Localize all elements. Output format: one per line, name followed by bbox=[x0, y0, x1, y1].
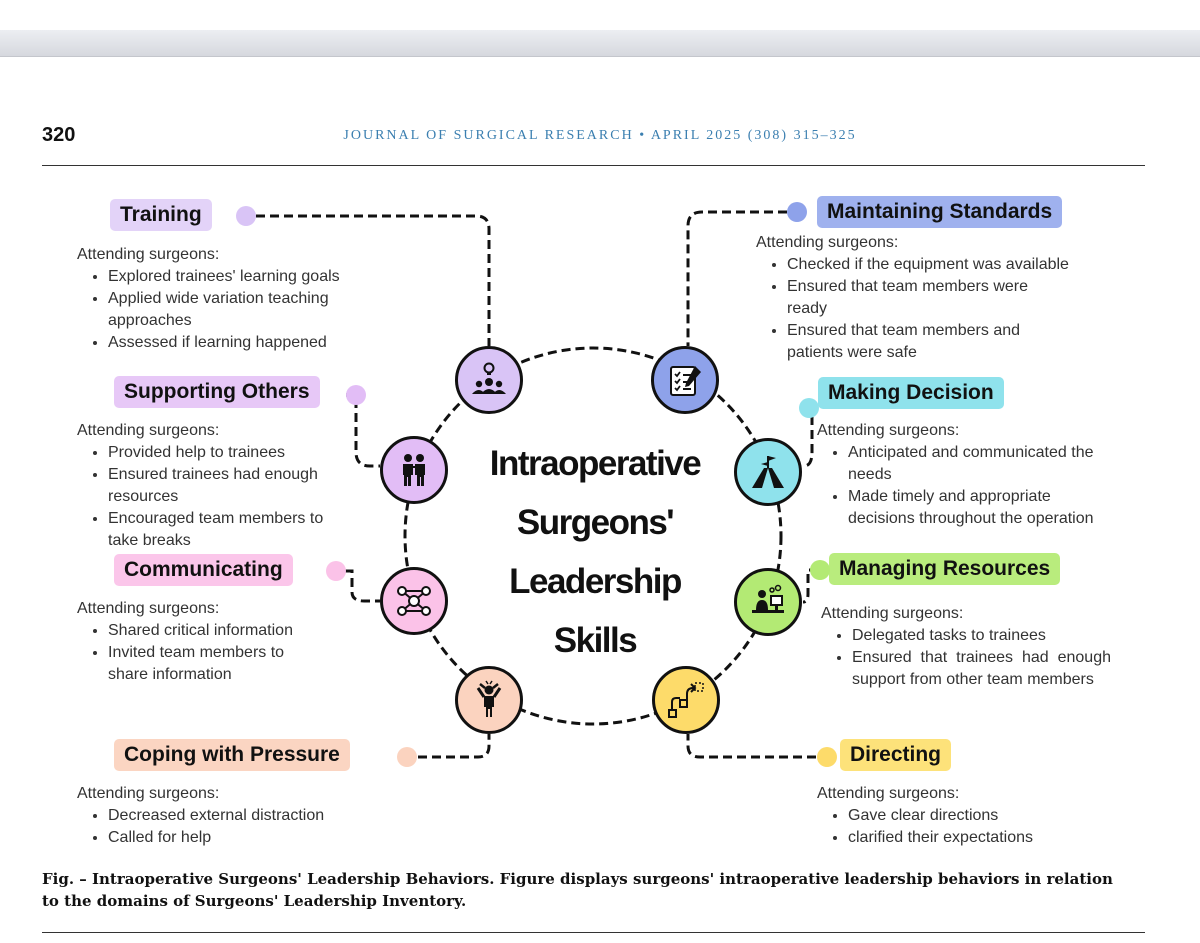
list-item: Decreased external distraction bbox=[108, 805, 377, 827]
list-item: Invited team members to share informatio… bbox=[108, 642, 308, 686]
list-item: Delegated tasks to trainees bbox=[852, 625, 1111, 647]
path-icon bbox=[668, 682, 704, 718]
connector-dot-supporting-others bbox=[346, 385, 366, 405]
figure-caption: Fig. – Intraoperative Surgeons' Leadersh… bbox=[42, 870, 1113, 910]
domain-desc-communicating: Attending surgeons: Shared critical info… bbox=[77, 598, 327, 686]
list-item: Ensured that team members and patients w… bbox=[787, 320, 1062, 364]
list-item: clarified their expectations bbox=[848, 827, 1117, 849]
browser-top-area bbox=[0, 0, 1200, 30]
network-icon bbox=[397, 586, 431, 616]
connector-communicating bbox=[345, 569, 380, 603]
workspace-icon bbox=[752, 584, 784, 613]
domain-desc-making-decision: Attending surgeons: Anticipated and comm… bbox=[817, 420, 1107, 530]
domain-desc-maintaining-standards: Attending surgeons: Checked if the equip… bbox=[756, 232, 1126, 364]
footer-rule bbox=[42, 932, 1145, 933]
domain-label-directing: Directing bbox=[840, 739, 952, 771]
domain-desc-coping-with-pressure: Attending surgeons: Decreased external d… bbox=[77, 783, 377, 849]
viewer-toolbar bbox=[0, 30, 1200, 57]
domain-label-coping-with-pressure: Coping with Pressure bbox=[114, 739, 350, 771]
connector-dot-training bbox=[236, 206, 256, 226]
connector-supporting-others bbox=[346, 393, 380, 468]
stressed-person-icon bbox=[476, 680, 502, 717]
connector-dot-directing bbox=[817, 747, 837, 767]
connector-training bbox=[256, 214, 491, 346]
connector-dot-making-decision bbox=[799, 398, 819, 418]
domain-label-managing-resources: Managing Resources bbox=[829, 553, 1061, 585]
domain-desc-training: Attending surgeons: Explored trainees' l… bbox=[77, 244, 377, 354]
domain-label-maintaining-standards: Maintaining Standards bbox=[817, 196, 1063, 228]
list-item: Explored trainees' learning goals bbox=[108, 266, 377, 288]
list-item: Assessed if learning happened bbox=[108, 332, 377, 354]
connector-managing-resources bbox=[802, 568, 818, 604]
connector-dot-managing-resources bbox=[810, 560, 830, 580]
list-item: Provided help to trainees bbox=[108, 442, 352, 464]
list-item: Ensured that team members were ready bbox=[787, 276, 1062, 320]
domain-icon-training bbox=[455, 346, 523, 414]
list-item: Made timely and appropriate decisions th… bbox=[848, 486, 1107, 530]
list-item: Ensured that trainees had enough support… bbox=[852, 647, 1111, 691]
journal-header: JOURNAL OF SURGICAL RESEARCH • APRIL 202… bbox=[343, 128, 857, 143]
figure-center-title: Intraoperative Surgeons' Leadership Skil… bbox=[489, 444, 702, 660]
connector-dot-communicating bbox=[326, 561, 346, 581]
domain-label-making-decision: Making Decision bbox=[818, 377, 1004, 409]
list-item: Encouraged team members to take breaks bbox=[108, 508, 352, 552]
list-item: Gave clear directions bbox=[848, 805, 1117, 827]
domain-label-communicating: Communicating bbox=[114, 554, 293, 586]
crossroad-icon bbox=[752, 456, 784, 488]
connector-maintaining-standards bbox=[686, 210, 787, 346]
page-number: 320 bbox=[42, 124, 76, 146]
domain-icon-managing-resources bbox=[734, 568, 802, 636]
domain-desc-directing: Attending surgeons: Gave clear direction… bbox=[817, 783, 1117, 849]
central-circle-outline bbox=[403, 346, 783, 726]
domain-icon-maintaining-standards bbox=[651, 346, 719, 414]
domain-icon-supporting-others bbox=[380, 436, 448, 504]
domain-desc-supporting-others: Attending surgeons: Provided help to tra… bbox=[77, 420, 352, 552]
domain-icon-making-decision bbox=[734, 438, 802, 506]
connector-coping-with-pressure bbox=[418, 734, 491, 759]
people-support-icon bbox=[403, 454, 425, 486]
list-item: Anticipated and communicated the needs bbox=[848, 442, 1107, 486]
list-item: Checked if the equipment was available bbox=[787, 254, 1126, 276]
domain-desc-managing-resources: Attending surgeons: Delegated tasks to t… bbox=[821, 603, 1111, 691]
connector-dot-maintaining-standards bbox=[787, 202, 807, 222]
header-rule bbox=[42, 165, 1145, 166]
connector-dot-coping-with-pressure bbox=[397, 747, 417, 767]
connector-directing bbox=[686, 734, 816, 759]
list-item: Called for help bbox=[108, 827, 377, 849]
checklist-icon bbox=[670, 366, 701, 396]
domain-icon-coping-with-pressure bbox=[455, 666, 523, 734]
lightbulb-group-icon bbox=[472, 362, 506, 394]
list-item: Ensured trainees had enough resources bbox=[108, 464, 352, 508]
domain-label-training: Training bbox=[110, 199, 212, 231]
domain-label-supporting-others: Supporting Others bbox=[114, 376, 320, 408]
connector-making-decision bbox=[803, 406, 814, 468]
domain-icon-directing bbox=[652, 666, 720, 734]
list-item: Applied wide variation teaching approach… bbox=[108, 288, 377, 332]
list-item: Shared critical information bbox=[108, 620, 327, 642]
domain-icon-communicating bbox=[380, 567, 448, 635]
